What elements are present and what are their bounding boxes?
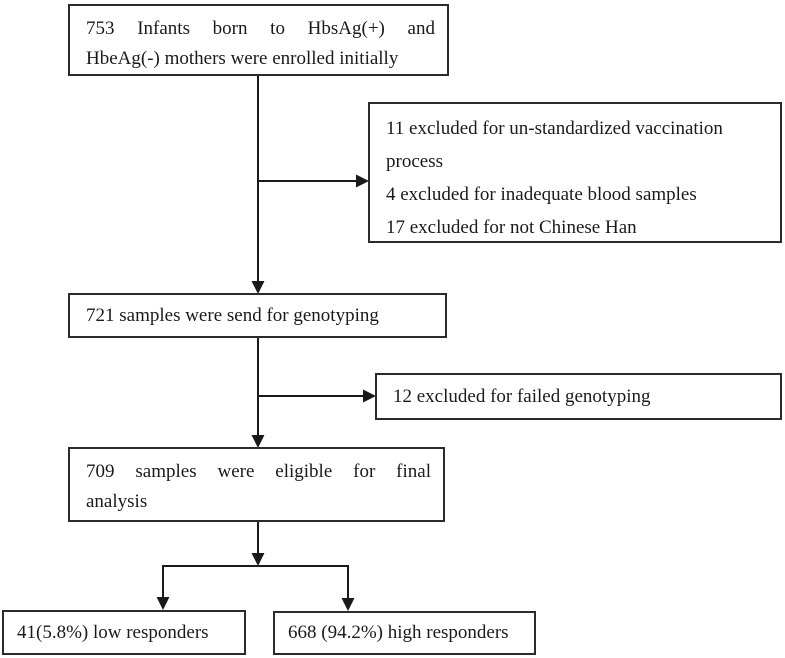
arrow-eligible-to-split bbox=[251, 522, 265, 566]
node-low-responders: 41(5.8%) low responders bbox=[2, 610, 246, 655]
node-eligible: 709 samples were eligible for final anal… bbox=[68, 447, 445, 522]
excluded-initial-item-2: 4 excluded for inadequate blood samples bbox=[386, 184, 697, 205]
arrow-genotyping-to-eligible bbox=[251, 338, 265, 448]
arrow-enrolled-to-genotyping bbox=[251, 76, 265, 294]
excluded-initial-item-3: 17 excluded for not Chinese Han bbox=[386, 217, 637, 238]
node-enrolled-line1: 753 Infants born to HbsAg(+) and bbox=[86, 18, 435, 39]
node-excluded-genotyping: 12 excluded for failed genotyping bbox=[375, 373, 782, 420]
split-connector bbox=[156, 565, 355, 611]
node-genotyping: 721 samples were send for genotyping bbox=[68, 293, 447, 338]
node-eligible-line1: 709 samples were eligible for final bbox=[86, 461, 431, 482]
node-high-responders: 668 (94.2%) high responders bbox=[273, 611, 536, 655]
node-high-responders-label: 668 (94.2%) high responders bbox=[288, 622, 509, 643]
arrow-to-excluded-genotyping bbox=[258, 389, 376, 403]
arrow-to-excluded-initial bbox=[258, 174, 369, 188]
excluded-initial-item-1: 11 excluded for un-standardized vaccinat… bbox=[386, 118, 723, 172]
node-eligible-line2: analysis bbox=[86, 491, 148, 512]
node-excluded-initial: 11 excluded for un-standardized vaccinat… bbox=[368, 102, 782, 243]
node-low-responders-label: 41(5.8%) low responders bbox=[17, 621, 209, 643]
node-enrolled-line2: HbeAg(-) mothers were enrolled initially bbox=[86, 48, 399, 69]
node-enrolled: 753 Infants born to HbsAg(+) and HbeAg(-… bbox=[68, 4, 449, 76]
node-excluded-genotyping-label: 12 excluded for failed genotyping bbox=[393, 385, 651, 407]
node-genotyping-label: 721 samples were send for genotyping bbox=[86, 304, 379, 326]
